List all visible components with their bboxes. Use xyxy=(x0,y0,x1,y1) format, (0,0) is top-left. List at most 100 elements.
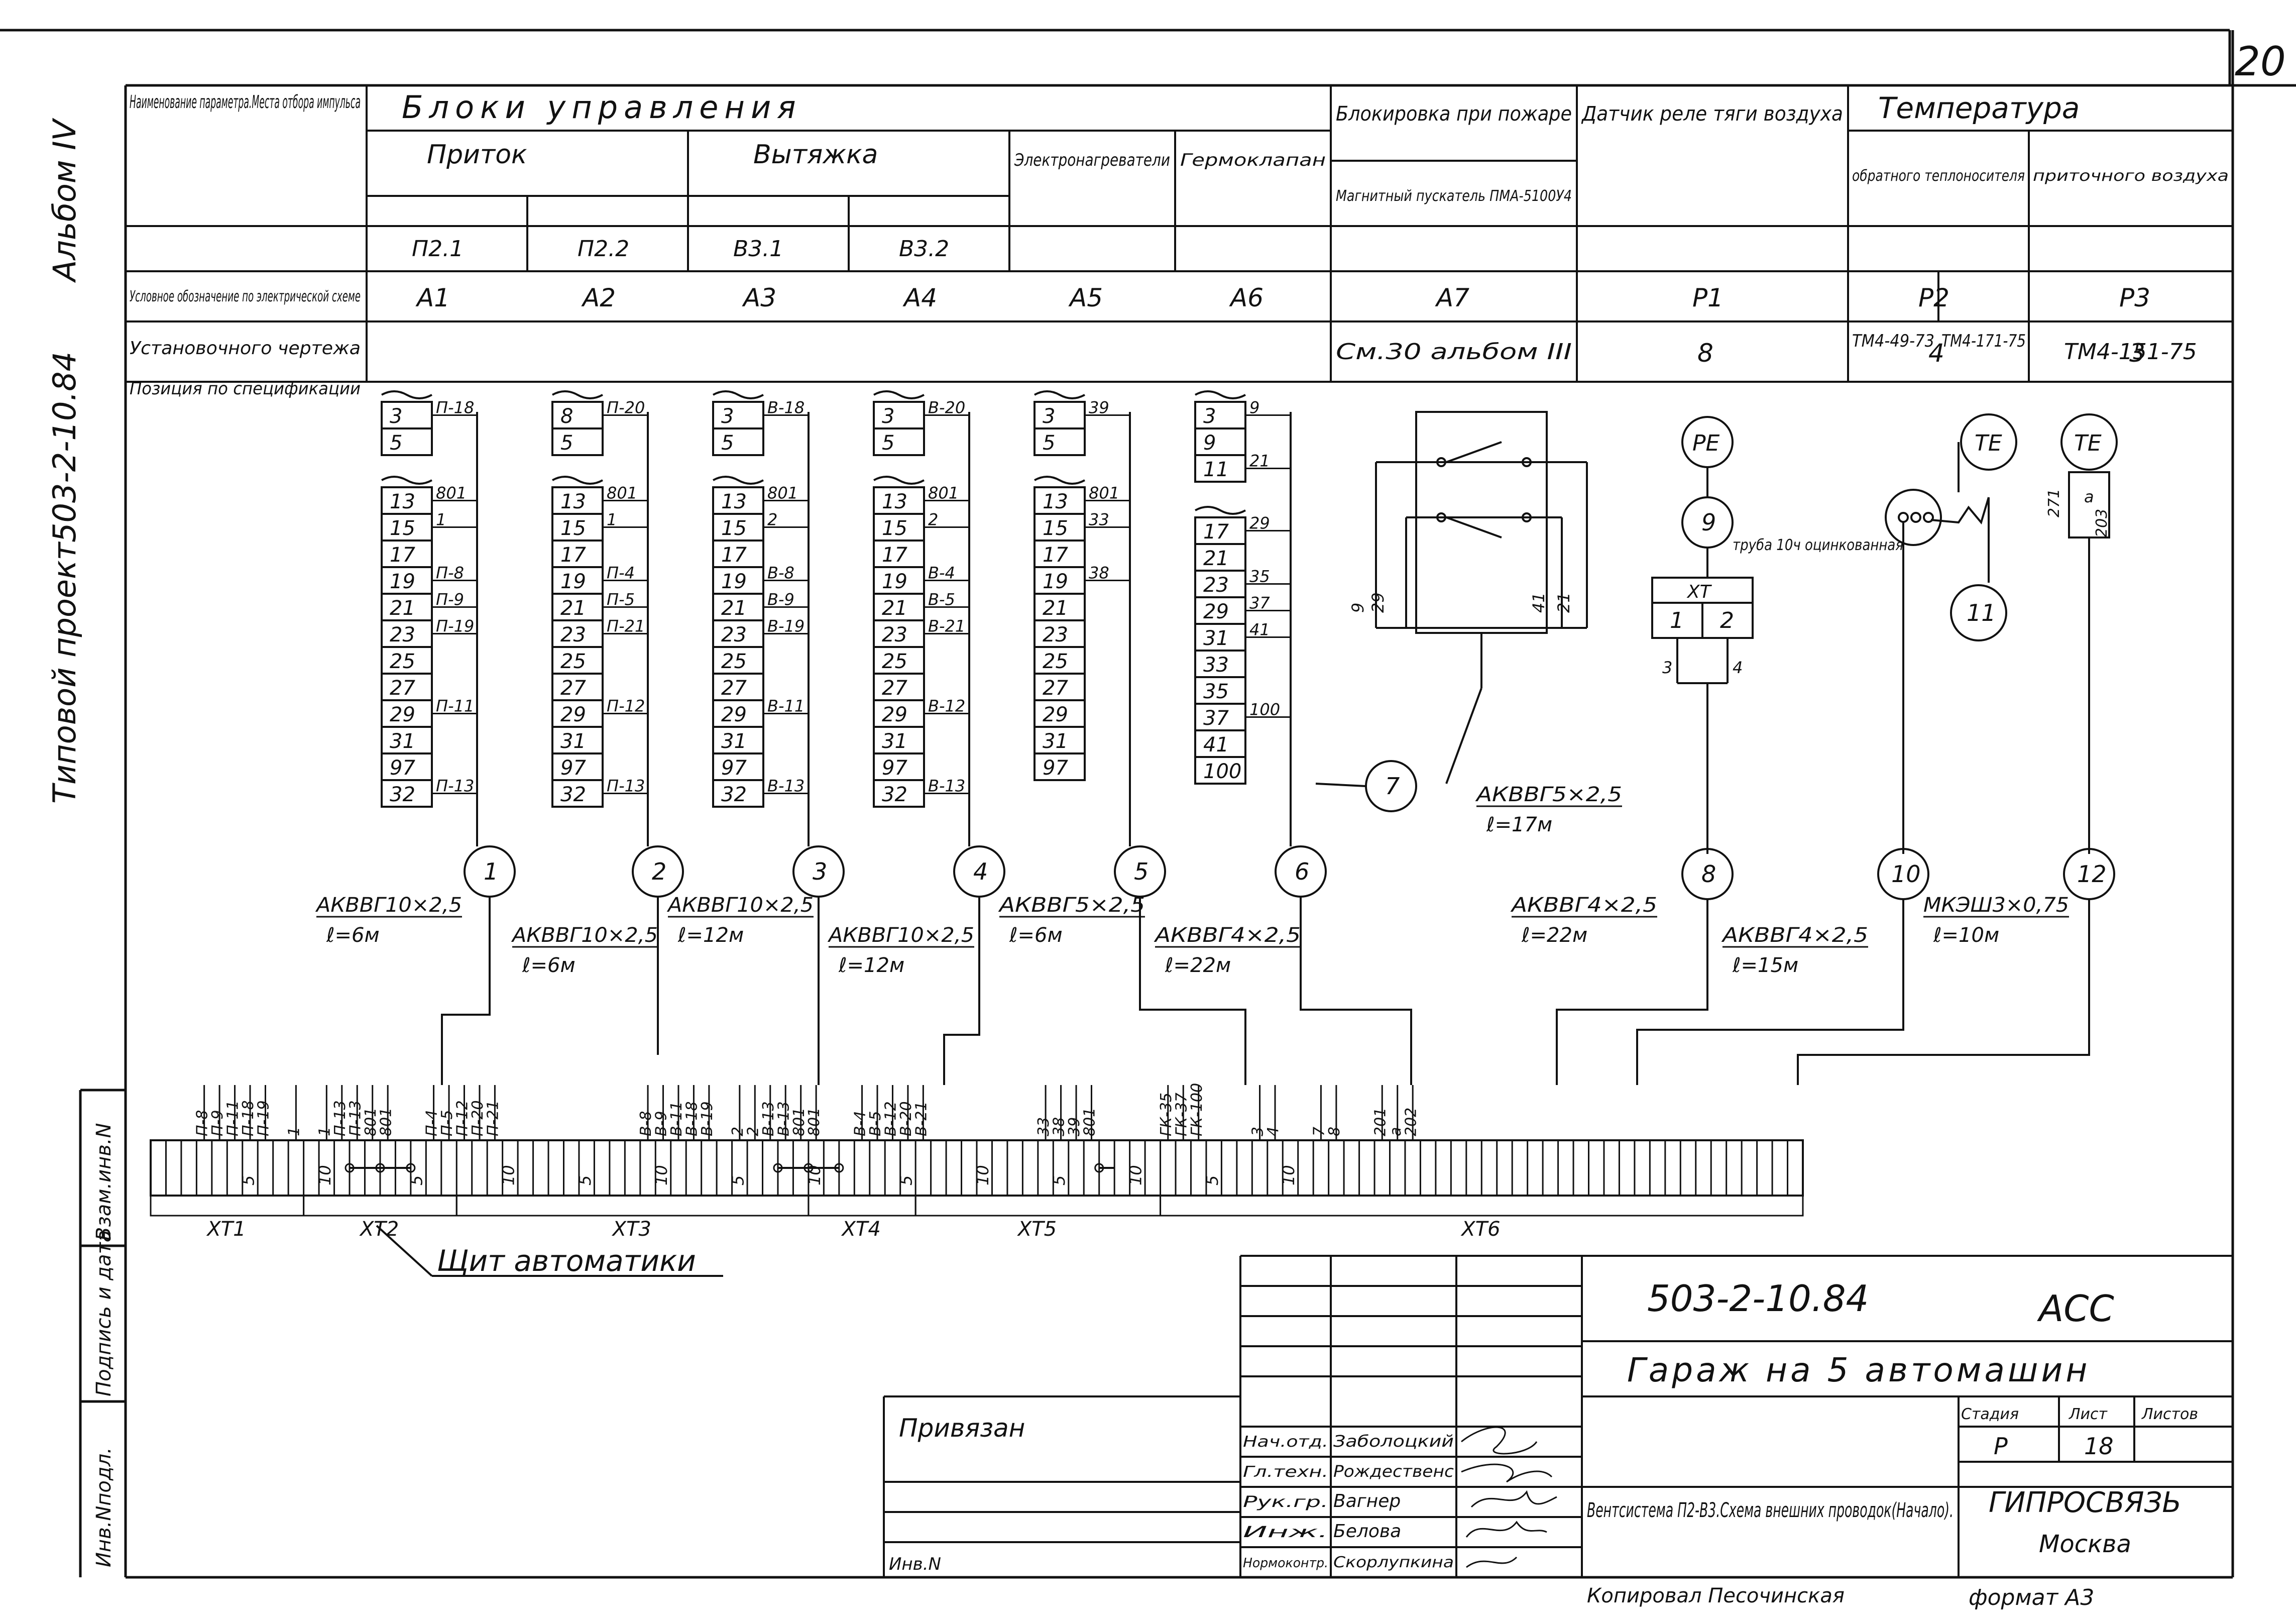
terminal-cell xyxy=(873,427,925,456)
pe-sensor-assembly xyxy=(1651,416,1754,854)
wire-label: 29 xyxy=(1249,514,1270,533)
spec-3: 3 xyxy=(2129,339,2145,368)
strip-label: 2 xyxy=(744,1127,762,1136)
wire-label: В-13 xyxy=(928,777,965,796)
cable-route-1 xyxy=(441,532,491,1085)
cable-route-6 xyxy=(1290,543,1412,1085)
strip-group-bracket xyxy=(150,1196,305,1217)
terminal-number: 31 xyxy=(882,730,907,753)
tb-role-2: Гл.техн. xyxy=(1243,1463,1328,1481)
terminal-number: 17 xyxy=(721,544,747,567)
cable-marker-3: 3 xyxy=(792,845,845,898)
cable-type: АКВВГ5×2,5 xyxy=(998,894,1145,917)
wire-label: В-18 xyxy=(767,398,805,417)
strip-tick: 5 xyxy=(239,1175,258,1185)
jumper-node xyxy=(773,1163,783,1173)
strip-tick: 5 xyxy=(407,1175,426,1185)
cable-route-10 xyxy=(1797,899,2090,1085)
wire-label: В-9 xyxy=(767,590,794,609)
stamp-field-1: Инв.Nподл. xyxy=(92,1447,116,1567)
strip-label: П-20 xyxy=(469,1100,487,1136)
strip-label: 8 xyxy=(1326,1127,1343,1136)
block-break-mid xyxy=(1034,476,1085,485)
terminal-number: 32 xyxy=(560,783,586,806)
strip-label: П-8 xyxy=(194,1110,211,1136)
cable-type: АКВВГ10×2,5 xyxy=(315,894,462,917)
wire-label: 41 xyxy=(1249,620,1270,639)
strip-tick: 10 xyxy=(499,1165,518,1185)
terminal-number: 21 xyxy=(1043,597,1068,620)
terminal-number: 29 xyxy=(390,703,415,726)
strip-label: 38 xyxy=(1051,1117,1068,1136)
exhaust-label: Вытяжка xyxy=(753,140,878,170)
terminal-number: 5 xyxy=(882,431,894,455)
terminal-number: 29 xyxy=(560,703,586,726)
cable-route-2 xyxy=(647,532,659,1055)
terminal-number: 3 xyxy=(1203,405,1216,428)
cable-label-6: АКВВГ4×2,5ℓ=22м xyxy=(1154,924,1301,977)
wire-label: 801 xyxy=(928,484,959,503)
terminal-number: 15 xyxy=(1043,517,1068,540)
strip-tick: 10 xyxy=(315,1165,334,1185)
pipe-note: труба 10ч оцинкованная xyxy=(1733,536,1903,554)
terminal-number: 27 xyxy=(721,677,747,700)
cable-marker-10: 10 xyxy=(1877,848,1929,900)
tb-name-3: Вагнер xyxy=(1333,1491,1401,1511)
wire-label: 39 xyxy=(1089,398,1109,417)
strip-group-bracket xyxy=(914,1196,1162,1217)
strip-label: П-5 xyxy=(438,1110,456,1136)
terminal-number: 27 xyxy=(1043,677,1068,700)
terminal-number: 17 xyxy=(560,544,586,567)
terminal-number: 25 xyxy=(390,650,415,673)
strip-label: П-9 xyxy=(209,1110,226,1136)
terminal-number: 19 xyxy=(721,570,747,593)
cable-type: АКВВГ5×2,5 xyxy=(1475,783,1622,806)
terminal-cell xyxy=(1034,427,1086,456)
strip-tick: 5 xyxy=(897,1175,916,1185)
cable-label-1: АКВВГ10×2,5ℓ=6м xyxy=(315,894,462,947)
spec-see-album: См.30 альбом III xyxy=(1336,339,1572,365)
cable-number: 11 xyxy=(1967,599,1996,626)
terminal-number: 5 xyxy=(390,431,402,455)
terminal-number: 23 xyxy=(560,623,586,646)
wire-label: В-19 xyxy=(767,617,805,636)
strip-group-name: ХТ3 xyxy=(612,1218,651,1241)
terminal-number: 25 xyxy=(882,650,907,673)
cable-marker-12: 12 xyxy=(2063,848,2115,900)
strip-group-name: ХТ1 xyxy=(206,1218,246,1241)
terminal-number: 15 xyxy=(721,517,747,540)
cable-marker-4: 4 xyxy=(953,845,1005,898)
wire-label: П-13 xyxy=(436,777,474,796)
terminal-cell xyxy=(712,401,764,429)
terminal-number: 21 xyxy=(390,597,415,620)
strip-tick: 10 xyxy=(1126,1165,1145,1185)
symbol-p1: Р1 xyxy=(1692,283,1724,312)
cable-marker-1: 1 xyxy=(464,845,516,898)
terminal-number: 32 xyxy=(882,783,907,806)
cable-route-7 xyxy=(1315,783,1366,787)
stamp-field-3: Взам.инв.N xyxy=(92,1123,116,1241)
terminal-number: 32 xyxy=(721,783,747,806)
cable-route-9 xyxy=(1636,899,1904,1085)
terminal-block-4: 35131517192123252729319732В-208012В-4В-5… xyxy=(873,390,970,808)
te-supply-symbol: TE xyxy=(2074,430,2102,456)
terminal-number: 32 xyxy=(390,783,415,806)
terminal-cell xyxy=(1034,401,1086,429)
terminal-number: 23 xyxy=(390,623,415,646)
terminal-block-1: 35131517192123252729319732П-188011П-8П-9… xyxy=(381,390,478,808)
strip-tick: 10 xyxy=(973,1165,992,1185)
strip-label: 4 xyxy=(1265,1127,1282,1136)
pe-symbol: PE xyxy=(1692,430,1720,456)
cable-type: МКЭШ3×0,75 xyxy=(1923,894,2069,917)
cable-marker-5: 5 xyxy=(1114,845,1166,898)
terminal-number: 23 xyxy=(882,623,907,646)
symbol-a4: А4 xyxy=(902,283,937,312)
te-return-sensor xyxy=(1885,413,2017,854)
terminal-number: 8 xyxy=(560,405,573,428)
cable-route-5 xyxy=(1129,532,1246,1085)
cable-label-5: АКВВГ5×2,5ℓ=6м xyxy=(998,894,1145,947)
terminal-number: 31 xyxy=(1203,627,1229,650)
xt-box-label: ХТ xyxy=(1686,582,1712,602)
